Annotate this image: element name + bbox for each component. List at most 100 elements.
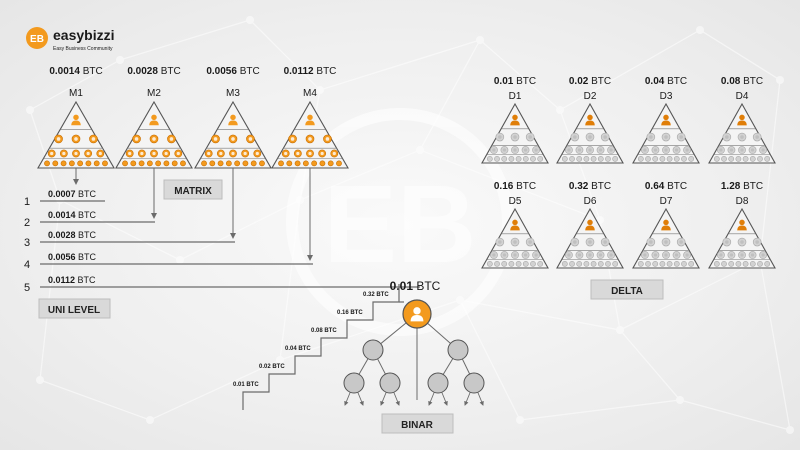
bg-line [319, 39, 481, 91]
bg-node [676, 396, 684, 404]
slot-inner [325, 137, 330, 141]
delta-price-5-unit: BTC [516, 181, 536, 192]
slot-inner [56, 137, 61, 141]
delta-name-2: D2 [584, 91, 597, 102]
binar-node [463, 372, 485, 394]
slot-inner [649, 240, 653, 244]
pyramid-slot-icon [757, 260, 763, 267]
pyramid-slot-icon [508, 260, 515, 267]
slot-inner [74, 151, 78, 156]
pyramid-slot-icon [728, 260, 735, 267]
pyramid-slot-icon [645, 260, 651, 267]
pyramid-slot-icon [102, 160, 108, 167]
slot-inner [534, 253, 538, 257]
pyramid-slot-icon [180, 160, 186, 167]
delta-pyramid-7 [632, 207, 700, 269]
slot-inner [513, 148, 517, 152]
pyramid-slot-icon [688, 155, 695, 162]
bg-node [476, 36, 484, 44]
person-icon-body [305, 120, 315, 126]
pyramid-slot-icon [311, 160, 318, 167]
bg-node [556, 106, 564, 114]
unilevel-num-5: 5 [24, 282, 30, 294]
pyramid-slot-icon [302, 160, 309, 167]
person-icon-head [587, 114, 593, 121]
person-icon-body [661, 120, 671, 126]
slot-inner [498, 240, 502, 244]
bg-line [299, 149, 421, 201]
matrix-pyramid-3 [194, 100, 272, 169]
delta-price-6-unit: BTC [591, 181, 611, 192]
pyramid-slot-icon [605, 155, 611, 162]
pyramid-slot-icon [590, 155, 597, 162]
slot-inner [498, 135, 502, 139]
pyramid-slot-icon [597, 260, 604, 267]
slot-inner [664, 148, 668, 152]
bg-line [679, 399, 791, 431]
binar-node [379, 372, 401, 394]
slot-inner [573, 240, 577, 244]
binar-node [343, 372, 365, 394]
slot-inner [128, 151, 132, 156]
delta-price-2-unit: BTC [591, 76, 611, 87]
pyramid-slot-icon [494, 155, 500, 162]
pyramid-slot-icon [659, 260, 666, 267]
unilevel-num-4: 4 [24, 259, 30, 271]
slot-inner [255, 151, 259, 156]
bg-node [416, 146, 424, 154]
brand-name: easybizzi [53, 27, 114, 43]
bg-node [26, 106, 34, 114]
pyramid-slot-icon [764, 155, 771, 162]
matrix-price-2: 0.0028 BTC [127, 66, 180, 77]
person-icon-head [73, 114, 79, 121]
pyramid-slot-icon [757, 155, 763, 162]
pyramid-slot-icon [44, 160, 50, 167]
pyramid-slot-icon [234, 160, 241, 167]
pyramid-slot-icon [336, 160, 342, 167]
person-icon-head [587, 219, 593, 226]
delta-label: DELTA [611, 286, 643, 297]
matrix-price-2-unit: BTC [161, 66, 181, 77]
slot-inner [603, 240, 607, 244]
pyramid-slot-icon [242, 160, 249, 167]
slot-inner [750, 148, 755, 152]
slot-inner [213, 137, 218, 141]
bg-node [276, 356, 284, 364]
slot-inner [729, 253, 734, 257]
delta-price-5: 0.16 BTC [494, 181, 536, 192]
delta-price-6: 0.32 BTC [569, 181, 611, 192]
person-icon-body [510, 120, 520, 126]
binar-step-label-3: 0.04 BTC [285, 346, 311, 352]
bg-line [179, 199, 301, 261]
delta-name-4: D4 [736, 91, 749, 102]
slot-inner [588, 240, 592, 244]
pyramid-slot-icon [561, 155, 568, 162]
person-icon-head [739, 114, 745, 121]
pyramid-slot-icon [130, 160, 137, 167]
pyramid-slot-icon [494, 260, 500, 267]
slot-inner [588, 253, 592, 257]
binar-label: BINAR [401, 420, 433, 431]
slot-inner [492, 148, 496, 152]
pyramid-slot-icon [146, 160, 153, 167]
delta-name-1: D1 [509, 91, 522, 102]
pyramid-slot-icon [569, 260, 575, 267]
pyramid-slot-icon [537, 260, 544, 267]
slot-inner [528, 135, 532, 139]
person-icon-head [663, 219, 669, 226]
unilevel-price-value: 0.0056 [48, 252, 76, 262]
bg-line [619, 329, 681, 401]
delta-pyramid-1 [481, 102, 549, 164]
brand-logo: EB easybizzi Easy Business Community [26, 27, 114, 52]
binar-step-label-6: 0.32 BTC [363, 292, 389, 298]
matrix-name-3: M3 [226, 88, 240, 99]
slot-inner [674, 253, 679, 257]
slot-inner [725, 135, 729, 139]
pyramid-slot-icon [278, 160, 284, 167]
delta-price-3-value: 0.04 [645, 76, 665, 87]
delta-price-7-value: 0.64 [645, 181, 665, 192]
slot-inner [248, 137, 253, 141]
